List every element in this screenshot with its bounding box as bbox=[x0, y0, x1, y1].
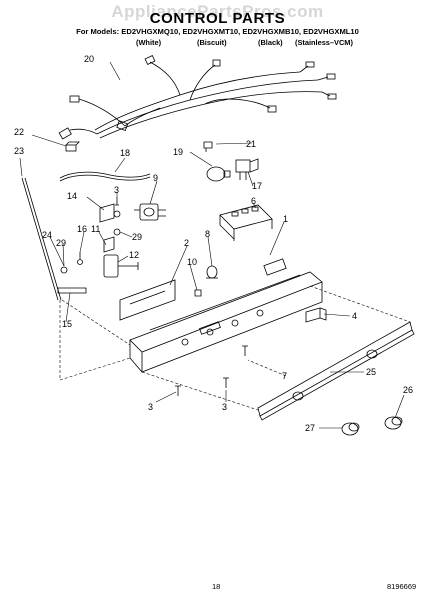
mount-bracket bbox=[57, 287, 87, 294]
tube-part bbox=[59, 171, 151, 179]
callout-3b: 3 bbox=[148, 402, 153, 412]
callout-12: 12 bbox=[129, 250, 139, 260]
callout-7: 7 bbox=[282, 371, 287, 381]
watermark: AppliancePartsPros.com bbox=[111, 2, 324, 21]
callout-22: 22 bbox=[14, 127, 24, 137]
callout-19: 19 bbox=[173, 147, 183, 157]
switch-part bbox=[305, 307, 327, 323]
variant-white: (White) bbox=[136, 38, 162, 47]
control-knob-2 bbox=[384, 416, 403, 430]
variant-black: (Black) bbox=[258, 38, 283, 47]
callout-29b: 29 bbox=[56, 238, 66, 248]
callout-1: 1 bbox=[283, 214, 288, 224]
page-title: CONTROL PARTS bbox=[149, 10, 286, 27]
variant-biscuit: (Biscuit) bbox=[197, 38, 227, 47]
wire-harness bbox=[58, 55, 337, 140]
bulb-socket bbox=[235, 158, 259, 180]
bracket-part bbox=[99, 203, 115, 223]
callout-24: 24 bbox=[42, 230, 52, 240]
callout-4: 4 bbox=[352, 311, 357, 321]
clip-part bbox=[203, 141, 213, 152]
callout-9: 9 bbox=[153, 173, 158, 183]
callout-10: 10 bbox=[187, 257, 197, 267]
thermostat bbox=[134, 203, 166, 221]
callout-16: 16 bbox=[77, 224, 87, 234]
callout-21: 21 bbox=[246, 139, 256, 149]
knob-part bbox=[206, 265, 218, 279]
damper-control bbox=[103, 236, 139, 278]
control-board bbox=[219, 204, 273, 241]
light-bulb bbox=[206, 166, 231, 182]
callout-29: 29 bbox=[132, 232, 142, 242]
callout-27: 27 bbox=[305, 423, 315, 433]
connector-part bbox=[65, 144, 77, 152]
callout-3c: 3 bbox=[222, 402, 227, 412]
control-housing bbox=[129, 258, 323, 373]
callout-2: 2 bbox=[184, 238, 189, 248]
models-line: For Models: ED2VHGXMQ10, ED2VHGXMT10, ED… bbox=[76, 27, 359, 36]
callout-20: 20 bbox=[84, 54, 94, 64]
callout-25: 25 bbox=[366, 367, 376, 377]
callout-26: 26 bbox=[403, 385, 413, 395]
callout-3: 3 bbox=[114, 185, 119, 195]
document-number: 8196669 bbox=[387, 582, 417, 591]
callout-14: 14 bbox=[67, 191, 77, 201]
bracket-2 bbox=[119, 279, 176, 321]
control-knob bbox=[341, 422, 360, 436]
callout-18: 18 bbox=[120, 148, 130, 158]
callout-15: 15 bbox=[62, 319, 72, 329]
front-panel bbox=[257, 321, 415, 421]
callout-6: 6 bbox=[251, 196, 256, 206]
callout-8: 8 bbox=[205, 229, 210, 239]
callout-23: 23 bbox=[14, 146, 24, 156]
rod-part bbox=[21, 177, 59, 301]
variant-stainless: (Stainless–VCM) bbox=[295, 38, 353, 47]
callout-11: 11 bbox=[91, 224, 100, 234]
page-number: 18 bbox=[212, 582, 221, 591]
callout-17: 17 bbox=[252, 181, 262, 191]
